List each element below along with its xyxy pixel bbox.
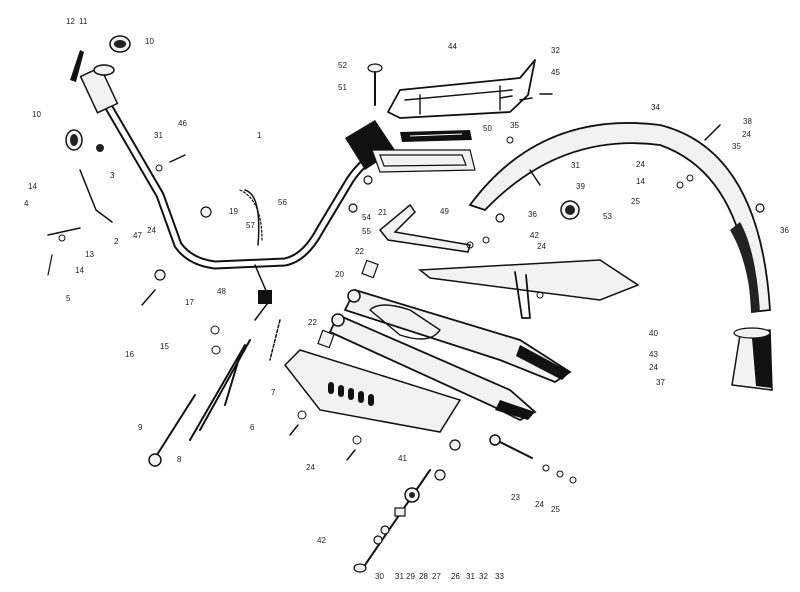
part-label: 31 <box>154 131 163 140</box>
part-label: 16 <box>125 350 134 359</box>
part-label: 44 <box>448 42 457 51</box>
part-label: 2 <box>114 237 119 246</box>
part-label: 3 <box>110 171 115 180</box>
part-label: 31 <box>466 572 475 581</box>
part-label: 24 <box>742 130 751 139</box>
part-label: 8 <box>177 455 182 464</box>
part-label: 56 <box>278 198 287 207</box>
part-label: 6 <box>250 423 255 432</box>
part-label: 12 <box>66 17 75 26</box>
part-label: 19 <box>229 207 238 216</box>
part-label: 25 <box>551 505 560 514</box>
luggage-carrier <box>367 59 536 142</box>
part-label: 47 <box>133 231 142 240</box>
part-label: 30 <box>375 572 384 581</box>
part-label: 57 <box>246 221 255 230</box>
part-label: 20 <box>335 270 344 279</box>
part-label: 22 <box>308 318 317 327</box>
part-label: 45 <box>551 68 560 77</box>
part-label: 39 <box>576 182 585 191</box>
part-label: 51 <box>338 83 347 92</box>
swing-arm <box>317 259 572 422</box>
part-label: 1 <box>257 131 262 140</box>
main-frame <box>79 64 476 321</box>
part-label: 42 <box>530 231 539 240</box>
part-label: 22 <box>355 247 364 256</box>
part-label: 52 <box>338 61 347 70</box>
part-label: 37 <box>656 378 665 387</box>
part-label: 50 <box>483 124 492 133</box>
part-label: 48 <box>217 287 226 296</box>
part-label: 38 <box>743 117 752 126</box>
part-label: 17 <box>185 298 194 307</box>
part-label: 55 <box>362 227 371 236</box>
part-label: 40 <box>649 329 658 338</box>
headlamp-parts <box>47 35 131 276</box>
part-label: 14 <box>636 177 645 186</box>
part-label: 28 <box>419 572 428 581</box>
part-label: 29 <box>406 572 415 581</box>
cooling-slots <box>328 382 374 406</box>
part-label: 24 <box>636 160 645 169</box>
part-label: 25 <box>631 197 640 206</box>
part-label: 10 <box>145 37 154 46</box>
part-label: 10 <box>32 110 41 119</box>
part-label: 9 <box>138 423 143 432</box>
part-label: 33 <box>495 572 504 581</box>
part-label: 32 <box>479 572 488 581</box>
part-label: 14 <box>75 266 84 275</box>
rear-mudguard <box>468 122 773 391</box>
part-label: 23 <box>511 493 520 502</box>
part-label: 27 <box>432 572 441 581</box>
part-label: 49 <box>440 207 449 216</box>
part-label: 26 <box>451 572 460 581</box>
part-label: 5 <box>66 294 71 303</box>
part-label: 31 <box>571 161 580 170</box>
part-label: 24 <box>537 242 546 251</box>
part-label: 43 <box>649 350 658 359</box>
stand-bracket <box>378 203 471 253</box>
stand-legs <box>148 319 281 467</box>
part-label: 24 <box>535 500 544 509</box>
part-number-labels: 12 11 10 10 52 51 44 32 45 34 35 50 38 2… <box>24 17 789 581</box>
part-label: 7 <box>271 388 276 397</box>
bolt-stack <box>353 434 577 573</box>
part-label: 21 <box>378 208 387 217</box>
part-label: 4 <box>24 199 29 208</box>
part-label: 41 <box>398 454 407 463</box>
engine-cover-plate <box>284 349 462 433</box>
part-label: 36 <box>780 226 789 235</box>
part-label: 46 <box>178 119 187 128</box>
part-label: 24 <box>147 226 156 235</box>
chain-guard <box>417 259 640 319</box>
part-label: 32 <box>551 46 560 55</box>
part-label: 11 <box>79 17 88 26</box>
small-hardware <box>141 93 765 461</box>
part-label: 36 <box>528 210 537 219</box>
part-label: 42 <box>317 536 326 545</box>
part-label: 14 <box>28 182 37 191</box>
part-label: 15 <box>160 342 169 351</box>
part-label: 13 <box>85 250 94 259</box>
part-label: 35 <box>510 121 519 130</box>
part-label: 53 <box>603 212 612 221</box>
part-label: 24 <box>649 363 658 372</box>
part-label: 54 <box>362 213 371 222</box>
part-label: 24 <box>306 463 315 472</box>
part-label: 34 <box>651 103 660 112</box>
part-label: 35 <box>732 142 741 151</box>
part-label: 31 <box>395 572 404 581</box>
